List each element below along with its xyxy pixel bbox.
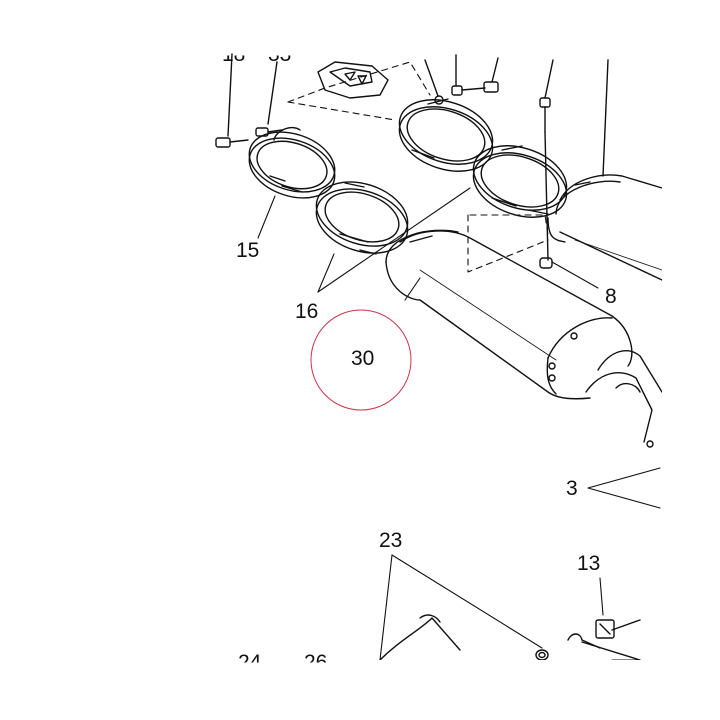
label-26-partial: 26	[304, 652, 327, 663]
right-crop-mask	[662, 0, 720, 720]
exhaust-pipe-lower	[379, 614, 461, 661]
clamp-upper-middle	[398, 54, 499, 172]
label-15: 15	[236, 239, 260, 262]
muffler-upper-right	[539, 59, 663, 281]
clamp-16-left	[315, 181, 409, 255]
label-13: 13	[577, 552, 601, 575]
exhaust-bracket	[317, 61, 389, 99]
clamp-16-right	[472, 145, 568, 218]
bottom-crop-mask	[0, 660, 720, 720]
label-18-partial: 18	[222, 43, 246, 66]
label-33-partial: 33	[268, 43, 292, 66]
fastener-13	[567, 619, 641, 661]
highlight-circle	[310, 309, 412, 411]
label-24-partial: 24	[238, 652, 261, 663]
label-23: 23	[379, 529, 403, 552]
muffler-30	[385, 229, 663, 448]
label-3: 3	[566, 477, 578, 500]
bolt-18	[215, 53, 249, 148]
leader-lines	[257, 187, 661, 661]
label-8: 8	[605, 285, 617, 308]
label-30: 30	[351, 347, 375, 370]
label-16: 16	[295, 300, 319, 323]
nut-23	[535, 649, 549, 661]
bolt-upper-right	[539, 59, 554, 133]
clamp-15	[248, 126, 336, 199]
bolt-33	[255, 61, 283, 137]
